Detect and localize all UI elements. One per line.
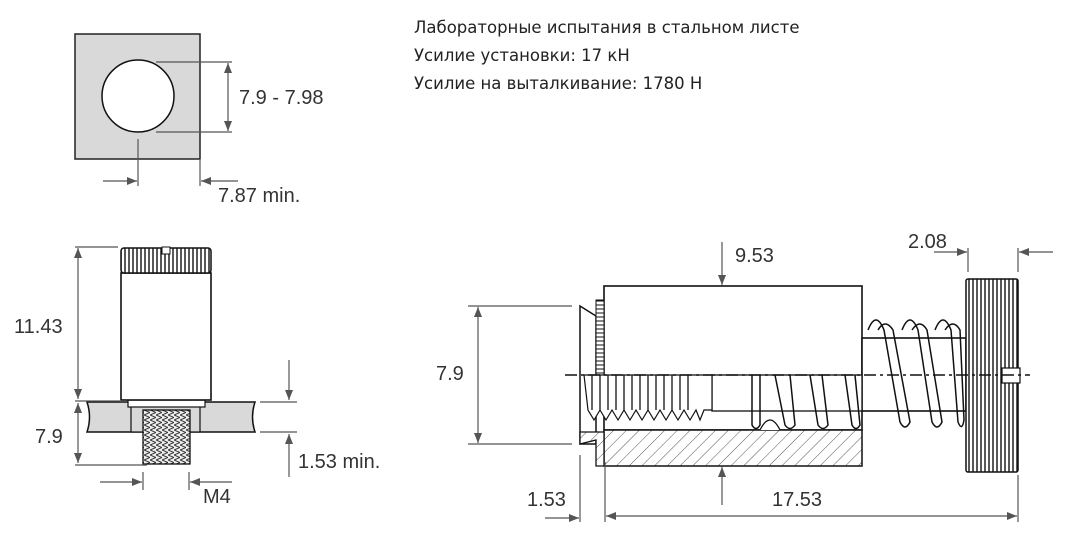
thread-size-label: M4 [203, 486, 231, 508]
body [120, 272, 212, 401]
edge-distance-label: 7.87 min. [218, 185, 300, 207]
total-length-label: 17.53 [772, 489, 822, 511]
body-diameter-label: 9.53 [735, 245, 774, 267]
flange-height-label: 1.53 [527, 489, 566, 511]
sheet-thickness-label: 1.53 min. [298, 451, 380, 473]
test-info: Лабораторные испытания в стальном листе … [414, 14, 800, 98]
thread-length-label: 7.9 [35, 426, 63, 448]
hole-diameter-label: 7.9 - 7.98 [239, 87, 324, 109]
pushout-force: Усилие на выталкивание: 1780 Н [414, 74, 703, 93]
hole-view: 7.9 - 7.98 7.87 min. [74, 33, 324, 207]
mounting-hole [101, 59, 175, 133]
knob-width-label: 2.08 [908, 231, 947, 253]
install-force: Усилие установки: 17 кН [414, 46, 630, 65]
thread [142, 409, 191, 465]
height-label: 11.43 [14, 316, 63, 338]
spring [751, 319, 965, 430]
test-title: Лабораторные испытания в стальном листе [414, 18, 800, 37]
section-view: 9.53 2.08 7.9 1.53 17.53 [436, 231, 1053, 522]
side-view: 11.43 7.9 1.53 min. M4 [14, 246, 380, 508]
body-section [603, 429, 863, 467]
flange-diameter-label: 7.9 [436, 363, 464, 385]
